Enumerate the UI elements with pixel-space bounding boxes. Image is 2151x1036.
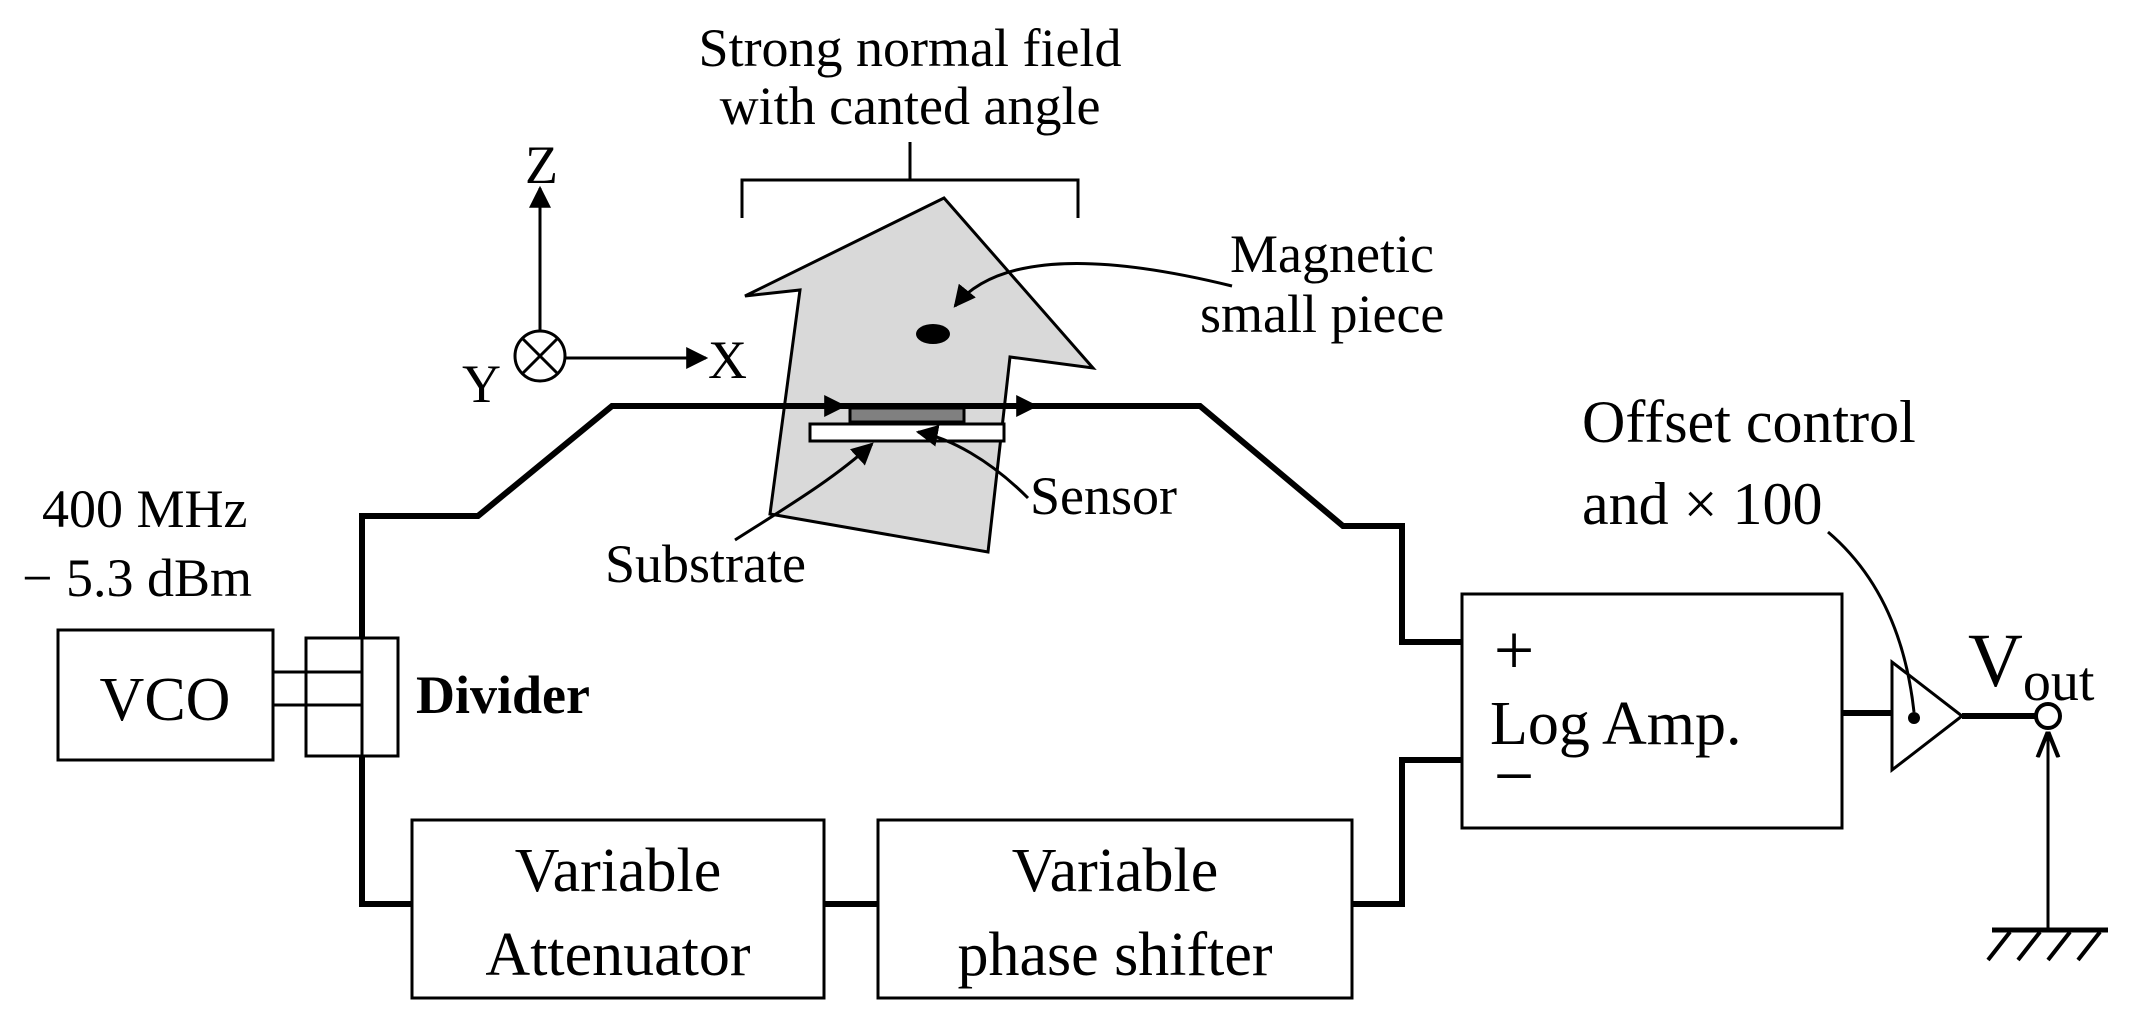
power-label: − 5.3 dBm (22, 548, 252, 608)
log-amp-plus: + (1494, 610, 1535, 690)
substrate-pointer (734, 442, 874, 542)
offset-control-dot (1908, 712, 1920, 724)
divider-block (304, 636, 400, 758)
upper-signal-path (359, 403, 1462, 645)
log-amp-label: Log Amp. (1490, 690, 1741, 758)
vout-subscript: out (2023, 651, 2095, 713)
vco-label: VCO (100, 666, 231, 734)
y-axis-into-page-icon (513, 329, 567, 383)
field-arrow (744, 196, 1097, 554)
magnetic-label-line2: small piece (1200, 284, 1444, 344)
variable-attenuator-block (410, 818, 826, 1000)
offset-label-line2: and × 100 (1582, 471, 1822, 537)
axis-label-y: Y (462, 354, 501, 414)
divider-label: Divider (416, 665, 590, 725)
field-label-line1: Strong normal field (699, 18, 1122, 78)
ground-icon (1986, 927, 2108, 962)
axis-label-z: Z (525, 135, 558, 195)
substrate (808, 422, 1006, 443)
magnetic-small-piece (916, 324, 950, 344)
field-label-line2: with canted angle (720, 76, 1101, 136)
sensor-pointer (915, 424, 1030, 500)
offset-label-line1: Offset control (1582, 389, 1916, 455)
phase-shifter-label-line2: phase shifter (957, 921, 1272, 989)
substrate-label: Substrate (605, 534, 806, 594)
magnetic-label-line1: Magnetic (1230, 224, 1434, 284)
output-amplifier-triangle (1890, 658, 1965, 774)
frequency-label: 400 MHz (42, 479, 247, 539)
vco-block (56, 628, 275, 762)
field-bracket (740, 142, 1080, 218)
vout-label: Vout (1968, 619, 2095, 713)
sensor-label: Sensor (1030, 466, 1177, 526)
output-terminal (2034, 702, 2062, 730)
vout-main: V (1968, 619, 2023, 703)
axis-label-x: X (708, 330, 747, 390)
offset-pointer (1827, 530, 1916, 713)
variable-phase-shifter-block (876, 818, 1354, 1000)
phase-shifter-label-line1: Variable (1012, 837, 1219, 905)
log-amp-minus: − (1494, 736, 1535, 816)
attenuator-label-line1: Variable (515, 837, 722, 905)
magnetic-pointer (953, 262, 1233, 308)
attenuator-label-line2: Attenuator (485, 921, 750, 989)
lower-signal-path (359, 756, 412, 907)
phase-to-logamp-wire (1352, 757, 1462, 907)
sensor (848, 406, 966, 424)
